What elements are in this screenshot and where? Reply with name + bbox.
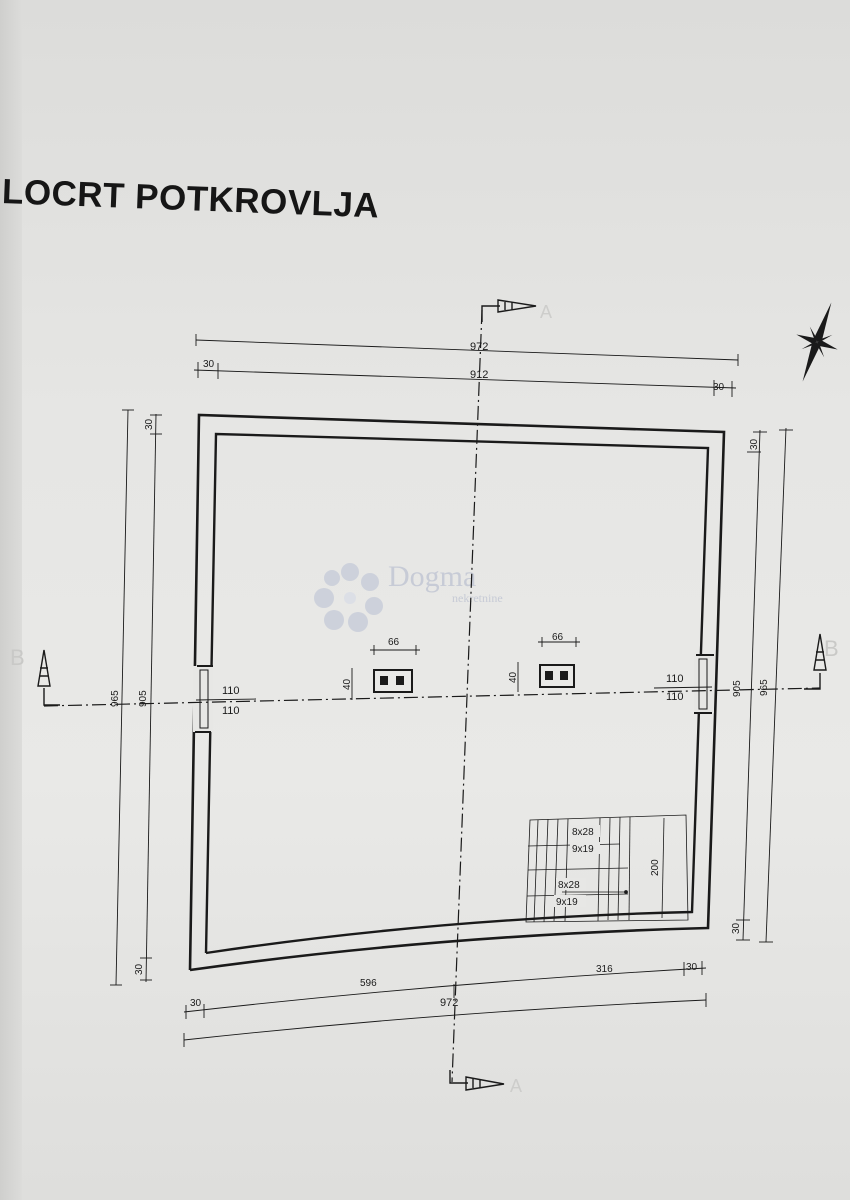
- section-label-top: A: [540, 302, 552, 322]
- chimney-right: 66 40: [508, 632, 580, 692]
- stair-upper-tread: 8x28: [572, 827, 594, 838]
- stair-upper-riser: 9x19: [572, 844, 594, 855]
- dim-bottom-segment-left: 596: [360, 978, 377, 989]
- dim-top-right-wall: 30: [713, 382, 725, 393]
- dimension-labels: 972 912 30 30 965 905 30 30 905 965 30 3…: [110, 341, 770, 1009]
- section-label-left: B: [10, 645, 25, 670]
- dim-right-window-top: 110: [666, 673, 684, 685]
- window-openings: [193, 654, 714, 733]
- dimension-lines: [110, 334, 793, 1047]
- watermark-subtitle: nekretnine: [452, 591, 503, 605]
- section-label-bottom: A: [510, 1076, 522, 1096]
- dim-left-overall: 965: [110, 690, 121, 707]
- section-markers: [37, 299, 827, 1091]
- inner-walls: [204, 432, 710, 955]
- dim-top-overall: 972: [470, 341, 488, 353]
- staircase: [525, 814, 689, 923]
- dim-right-bottom-wall: 30: [731, 922, 742, 934]
- dim-left-window-bottom: 110: [222, 705, 240, 717]
- dim-left-top-wall: 30: [144, 418, 155, 430]
- watermark: Dogma nekretnine: [314, 560, 503, 632]
- stair-labels: 8x28 9x19 8x28 9x19 200: [554, 825, 661, 908]
- dim-left-inner: 905: [138, 690, 149, 707]
- section-line-vertical: [451, 309, 483, 1083]
- dim-right-top-wall: 30: [749, 438, 760, 450]
- watermark-logo-icon: [314, 563, 383, 632]
- dim-top-inner: 912: [470, 369, 488, 381]
- north-arrow-icon: [796, 302, 838, 382]
- section-line-horizontal: [43, 687, 821, 707]
- dim-bottom-overall: 972: [440, 997, 458, 1009]
- outer-wall-right-lower: [189, 687, 718, 972]
- dim-left-window-top: 110: [222, 685, 240, 697]
- dim-chimney-left-depth: 40: [342, 678, 353, 690]
- chimney-left: 66 40: [342, 637, 420, 700]
- inner-wall: [204, 432, 710, 955]
- stair-lower-riser: 9x19: [556, 897, 578, 908]
- dim-chimney-left-width: 66: [388, 637, 400, 648]
- dim-chimney-right-width: 66: [552, 632, 564, 643]
- dim-bottom-segment-right: 316: [596, 964, 613, 975]
- dim-chimney-right-depth: 40: [508, 671, 519, 683]
- dim-right-overall: 965: [759, 679, 770, 696]
- dim-top-left-wall: 30: [203, 359, 215, 370]
- stair-length: 200: [650, 859, 661, 876]
- section-lines: [43, 309, 821, 1083]
- dim-left-bottom-wall: 30: [134, 963, 145, 975]
- page-edge-shadow: [0, 0, 22, 1200]
- dim-right-inner: 905: [732, 680, 743, 697]
- watermark-name: Dogma: [388, 560, 476, 593]
- stair-lower-tread: 8x28: [558, 880, 580, 891]
- dim-right-window-bottom: 110: [666, 691, 684, 703]
- dim-bottom-left-wall: 30: [190, 998, 202, 1009]
- section-label-right: B: [824, 636, 839, 661]
- dim-bottom-right-wall: 30: [686, 962, 698, 973]
